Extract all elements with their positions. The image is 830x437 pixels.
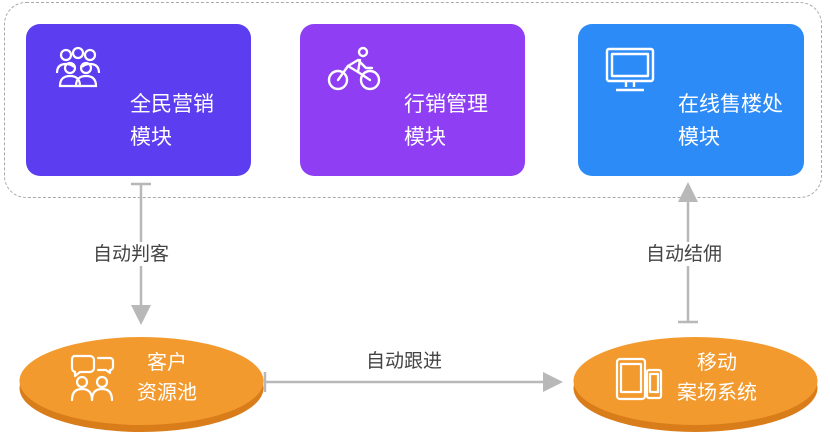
node-title-line1: 移动 bbox=[697, 350, 737, 374]
modules-group-frame bbox=[4, 2, 822, 198]
cyclist-icon bbox=[326, 46, 382, 96]
module-title-line2: 模块 bbox=[130, 125, 172, 149]
mass-marketing-title: 全民营销 模块 bbox=[130, 88, 214, 154]
auto-judge-label: 自动判客 bbox=[90, 242, 173, 266]
customers-chat-icon bbox=[68, 352, 116, 408]
module-title-line2: 模块 bbox=[678, 125, 720, 149]
module-title-line1: 全民营销 bbox=[130, 92, 214, 116]
follow-arrowhead bbox=[543, 372, 563, 392]
tablet-phone-icon bbox=[614, 356, 664, 406]
module-title-line1: 在线售楼处 bbox=[678, 92, 783, 116]
judge-arrowhead bbox=[131, 305, 151, 325]
node-title-line2: 资源池 bbox=[137, 380, 197, 404]
people-group-icon bbox=[52, 46, 104, 96]
node-title-line2: 案场系统 bbox=[677, 380, 757, 404]
marketing-management-module[interactable]: 行销管理 模块 bbox=[300, 24, 525, 176]
marketing-management-title: 行销管理 模块 bbox=[404, 88, 488, 154]
module-title-line1: 行销管理 bbox=[404, 92, 488, 116]
mobile-site-node[interactable]: 移动 案场系统 bbox=[572, 334, 819, 434]
online-sales-title: 在线售楼处 模块 bbox=[678, 88, 783, 154]
auto-commission-label: 自动结佣 bbox=[643, 242, 726, 266]
customer-pool-node[interactable]: 客户 资源池 bbox=[18, 334, 265, 434]
node-title-line1: 客户 bbox=[147, 350, 187, 374]
commission-arrowhead bbox=[678, 182, 698, 202]
module-title-line2: 模块 bbox=[404, 125, 446, 149]
monitor-icon bbox=[604, 46, 656, 98]
customer-pool-disc-shape bbox=[19, 337, 264, 432]
online-sales-module[interactable]: 在线售楼处 模块 bbox=[578, 24, 804, 176]
customer-pool-title: 客户 资源池 bbox=[126, 347, 208, 407]
mass-marketing-module[interactable]: 全民营销 模块 bbox=[26, 24, 251, 176]
mobile-site-title: 移动 案场系统 bbox=[667, 347, 767, 407]
auto-follow-label: 自动跟进 bbox=[363, 349, 446, 373]
